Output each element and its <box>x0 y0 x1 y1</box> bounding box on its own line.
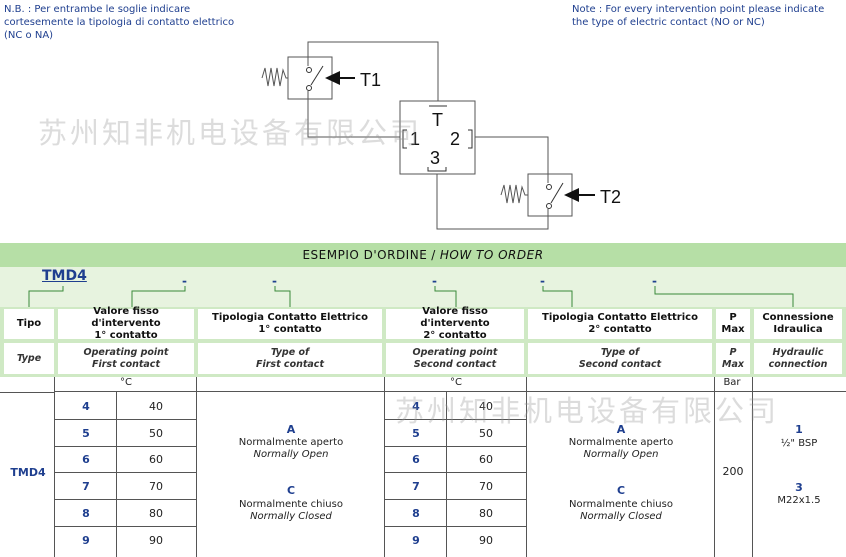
set2-code-5: 5 <box>412 427 420 440</box>
connection-code-3: 3 <box>795 481 803 494</box>
type-value: TMD4 <box>10 466 46 479</box>
note-italian: N.B. : Per entrambe le soglie indicare c… <box>4 4 235 41</box>
contact1-label-c-it: Normalmente chiuso <box>239 499 343 510</box>
note-english: Note : For every intervention point plea… <box>572 4 825 28</box>
col-set2-it: Valore fisso d'intervento 2° contatto <box>386 306 524 341</box>
set1-code-5: 5 <box>82 427 90 440</box>
contact2-code-a: A <box>616 423 626 436</box>
set1-value-80: 80 <box>149 507 163 520</box>
set2-code-4: 4 <box>412 400 420 413</box>
wire-2-to-t2 <box>475 136 549 174</box>
wire-3-to-t2 <box>436 174 549 230</box>
connection-code-1: 1 <box>795 423 803 436</box>
arrow-t1 <box>325 71 340 85</box>
set1-value-50: 50 <box>149 427 163 440</box>
contact2-label-c-it: Normalmente chiuso <box>569 499 673 510</box>
wire-t1-bottom <box>307 99 400 138</box>
port-1: 1 <box>410 129 420 149</box>
set1-code-7: 7 <box>82 480 90 493</box>
col-type-en: Type <box>4 343 54 374</box>
code-dash-3: - <box>432 274 437 288</box>
set2-code-9: 9 <box>412 534 420 547</box>
col-connection-en: Hydraulic connection <box>754 343 842 374</box>
contact1-label-a-it: Normalmente aperto <box>238 437 344 448</box>
col-contact1-en: Type of First contact <box>198 343 382 374</box>
p-max-value: 200 <box>722 465 744 478</box>
col-connection-it: Connessione Idraulica <box>754 309 842 339</box>
col-pmax-it: P Max <box>716 309 750 339</box>
set2-code-7: 7 <box>412 480 420 493</box>
set2-value-70: 70 <box>479 480 493 493</box>
contact1-code-a: A <box>286 423 296 436</box>
contact2-label-a-en: Normally Open <box>583 449 659 460</box>
set2-value-40: 40 <box>479 400 493 413</box>
code-dash-1: - <box>182 274 187 288</box>
col-set1-en: Operating point First contact <box>58 343 194 374</box>
order-title-en: HOW TO ORDER <box>439 248 544 262</box>
code-dash-4: - <box>540 274 545 288</box>
set1-code-6: 6 <box>82 453 90 466</box>
wiring-schematic: T1 T 1 2 3 T2 <box>261 41 621 230</box>
label-t2: T2 <box>600 187 621 207</box>
col-contact2-en: Type of Second contact <box>528 343 712 374</box>
contact2-code-c: C <box>616 484 626 497</box>
arrow-t2 <box>564 188 579 202</box>
set2-code-6: 6 <box>412 453 420 466</box>
set2-value-80: 80 <box>479 507 493 520</box>
set1-code-4: 4 <box>82 400 90 413</box>
port-3: 3 <box>430 148 440 168</box>
order-header: ESEMPIO D'ORDINE/HOW TO ORDER <box>0 243 846 267</box>
connection-label-m22: M22x1.5 <box>777 495 821 506</box>
code-leader-lines <box>28 286 794 307</box>
code-band <box>0 267 846 307</box>
spring-t1 <box>261 67 288 87</box>
port-t: T <box>432 110 443 130</box>
model-code: TMD4 <box>42 268 87 284</box>
spring-t2 <box>500 184 528 204</box>
contact1-code-c: C <box>286 484 296 497</box>
contact2-label-a-it: Normalmente aperto <box>568 437 674 448</box>
set1-value-60: 60 <box>149 453 163 466</box>
set1-value-90: 90 <box>149 534 163 547</box>
contact1-label-c-en: Normally Closed <box>250 511 332 522</box>
set2-value-90: 90 <box>479 534 493 547</box>
col-set2-en: Operating point Second contact <box>386 343 524 374</box>
set1-value-40: 40 <box>149 400 163 413</box>
set1-value-70: 70 <box>149 480 163 493</box>
wire-t1-top <box>307 41 439 101</box>
set1-code-9: 9 <box>82 534 90 547</box>
code-dash-2: - <box>272 274 277 288</box>
col-pmax-en: P Max <box>716 343 750 374</box>
label-t1: T1 <box>360 70 381 90</box>
set2-value-50: 50 <box>479 427 493 440</box>
port-2: 2 <box>450 129 460 149</box>
order-title-separator: / <box>431 248 436 262</box>
code-dash-5: - <box>652 274 657 288</box>
col-type-it: Tipo <box>4 309 54 339</box>
col-contact2-it: Tipologia Contatto Elettrico 2° contatto <box>528 309 712 339</box>
unit-temp-2: °C <box>450 377 462 388</box>
valve-box <box>399 100 476 175</box>
order-title-it: ESEMPIO D'ORDINE <box>302 248 428 262</box>
set1-code-8: 8 <box>82 507 90 520</box>
unit-temp-1: °C <box>120 377 132 388</box>
col-contact1-it: Tipologia Contatto Elettrico 1° contatto <box>198 309 382 339</box>
contact2-label-c-en: Normally Closed <box>580 511 662 522</box>
set2-code-8: 8 <box>412 507 420 520</box>
unit-pressure: Bar <box>723 377 741 388</box>
col-set1-it: Valore fisso d'intervento 1° contatto <box>58 306 194 341</box>
contact1-label-a-en: Normally Open <box>253 449 329 460</box>
switch-t1-box <box>287 56 333 100</box>
set2-value-60: 60 <box>479 453 493 466</box>
connection-label-bsp: ½" BSP <box>780 438 818 449</box>
